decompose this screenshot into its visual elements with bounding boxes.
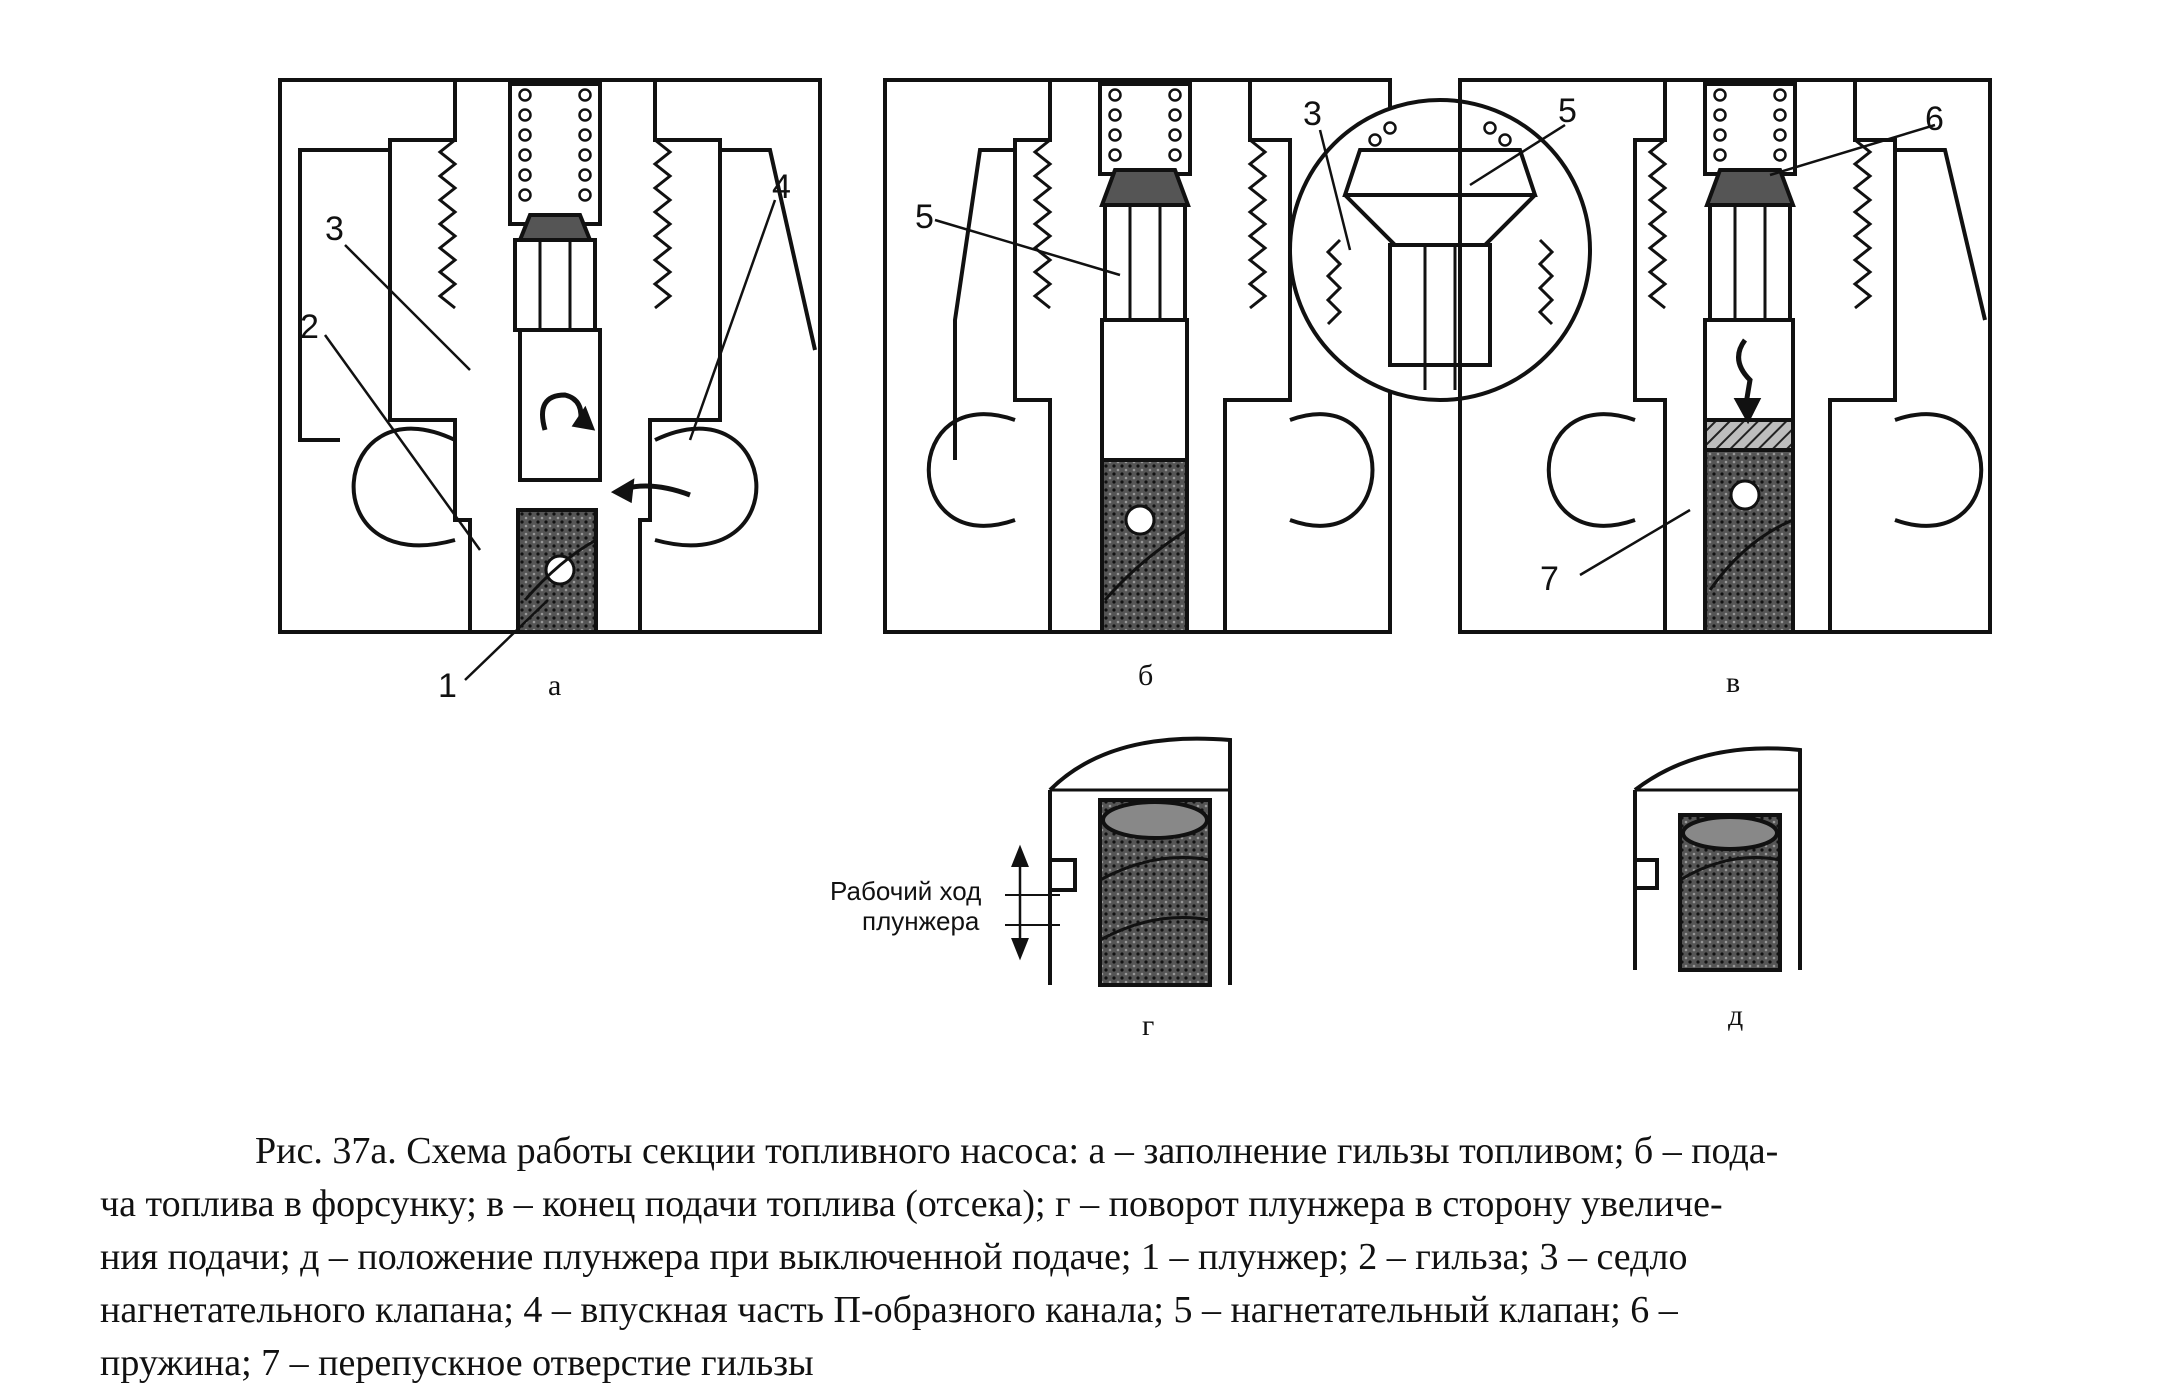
panel-b xyxy=(883,78,1392,634)
label-a-1: 1 xyxy=(438,667,457,705)
caption-line-1: Рис. 37а. Схема работы секции топливного… xyxy=(255,1130,1779,1172)
label-a-3: 3 xyxy=(325,210,344,248)
panel-letter-b: б xyxy=(1138,659,1153,692)
panel-letter-d: д xyxy=(1728,999,1743,1032)
panel-letter-v: в xyxy=(1726,666,1740,699)
label-inset-5: 5 xyxy=(1558,92,1577,130)
label-v-7: 7 xyxy=(1540,560,1559,598)
caption-line-2: ча топлива в форсунку; в – конец подачи … xyxy=(100,1183,1723,1225)
panel-g xyxy=(1005,736,1232,987)
stroke-label-line1: Рабочий ход xyxy=(830,876,981,906)
caption-line-3: ния подачи; д – положение плунжера при в… xyxy=(100,1236,1688,1278)
fuel-pump-section-diagram: 3 2 4 1 а 5 б xyxy=(278,78,1992,1042)
panel-a xyxy=(278,78,822,681)
panel-a-spring xyxy=(518,88,592,202)
panel-b-spring xyxy=(1108,88,1182,162)
caption-line-5: пружина; 7 – перепускное отверстие гильз… xyxy=(100,1342,814,1384)
panel-v xyxy=(1458,78,1992,634)
figure-caption: Рис. 37а. Схема работы секции топливного… xyxy=(100,1125,2095,1390)
caption-line-4: нагнетательного клапана; 4 – впускная ча… xyxy=(100,1289,1678,1331)
panel-v-spring xyxy=(1713,88,1787,162)
panel-d xyxy=(1633,746,1802,972)
panel-letter-a: а xyxy=(548,669,561,702)
inset-valve-detail xyxy=(1288,98,1592,402)
label-a-4: 4 xyxy=(772,168,791,206)
label-v-6: 6 xyxy=(1925,100,1944,138)
label-b-5: 5 xyxy=(915,198,934,236)
label-a-2: 2 xyxy=(300,308,319,346)
stroke-label-line2: плунжера xyxy=(862,906,980,936)
label-inset-3: 3 xyxy=(1303,95,1322,133)
panel-letter-g: г xyxy=(1142,1009,1154,1042)
